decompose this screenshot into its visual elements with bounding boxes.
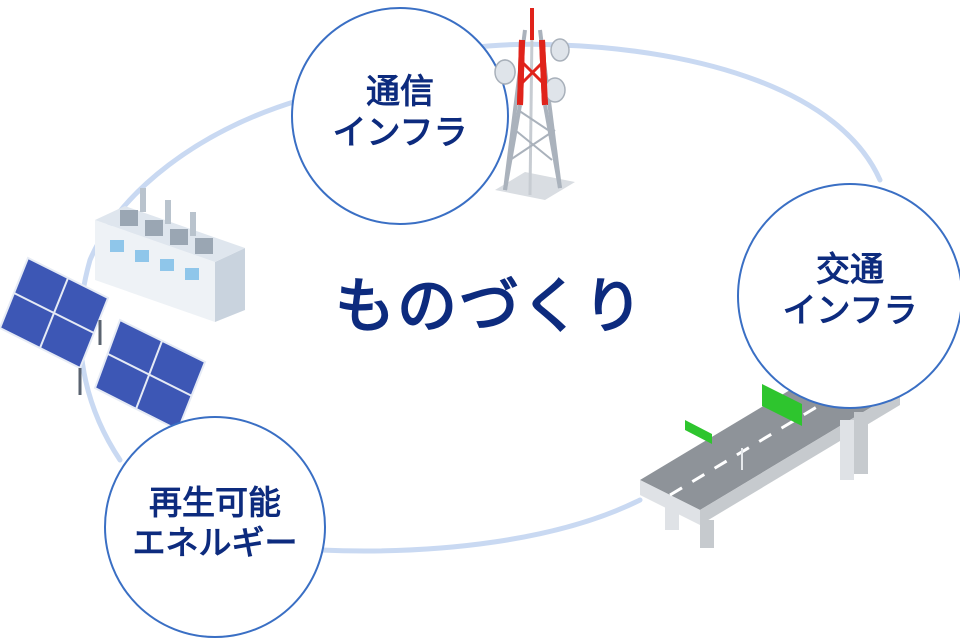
node-telecom-circle [291,7,509,225]
node-transport-circle [737,183,960,409]
node-renewable-circle [104,416,326,638]
node-telecom-line1: 通信 [366,72,434,112]
node-renewable-line1: 再生可能 [149,483,281,522]
node-renewable-line2: エネルギー [132,523,298,563]
solar-panel-icon [0,256,207,450]
node-transport-line2: インフラ [782,291,918,332]
node-telecom-line2: インフラ [332,113,468,154]
node-renewable: 再生可能 エネルギー [110,483,320,564]
center-title: ものづくり [335,272,645,342]
node-transport: 交通 インフラ [760,250,940,333]
factory-icon [95,188,245,322]
telecom-tower-overlay [494,8,562,191]
node-telecom: 通信 インフラ [310,72,490,155]
node-transport-line1: 交通 [816,250,884,290]
